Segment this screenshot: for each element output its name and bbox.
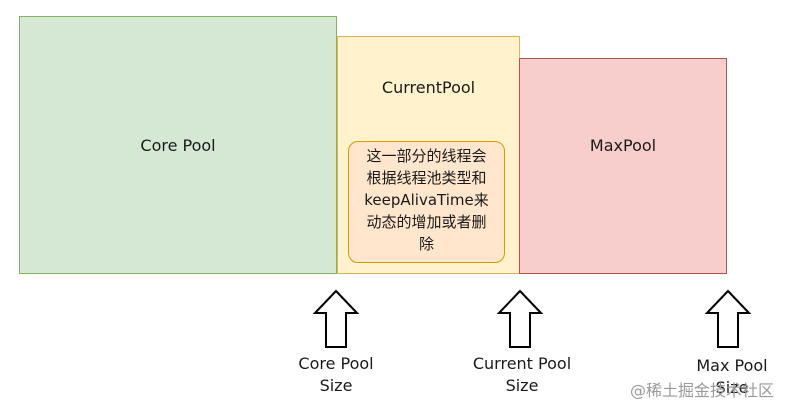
caption-line: Size: [505, 376, 539, 395]
note-line: 除: [418, 235, 434, 253]
max-pool-size-arrow-icon: [705, 289, 751, 349]
caption-line: Current Pool: [472, 354, 572, 373]
caption-line: Max Pool: [696, 356, 768, 375]
caption-line: Core Pool: [298, 354, 374, 373]
note-line: 这一部分的线程会: [366, 147, 487, 165]
caption-line: Size: [319, 376, 353, 395]
current-pool-size-caption: Current Pool Size: [458, 353, 586, 397]
note-line: keepAlivaTime来: [364, 191, 489, 209]
watermark: @稀土掘金技术社区: [629, 381, 774, 400]
note-line: 根据线程池类型和: [366, 169, 487, 187]
current-pool-label: CurrentPool: [381, 78, 476, 97]
core-pool-size-arrow-icon: [313, 289, 359, 349]
dynamic-threads-note: 这一部分的线程会 根据线程池类型和 keepAlivaTime来 动态的增加或者…: [348, 141, 505, 263]
max-pool-label: MaxPool: [589, 136, 657, 155]
core-pool-label: Core Pool: [140, 136, 216, 155]
max-pool-size-caption: Max Pool Size: [682, 355, 782, 399]
caption-line: Size: [715, 378, 749, 397]
max-pool-box: [519, 58, 727, 274]
note-line: 动态的增加或者删: [366, 213, 487, 231]
current-pool-size-arrow-icon: [497, 289, 543, 349]
core-pool-box: [19, 16, 337, 274]
core-pool-size-caption: Core Pool Size: [276, 353, 396, 397]
